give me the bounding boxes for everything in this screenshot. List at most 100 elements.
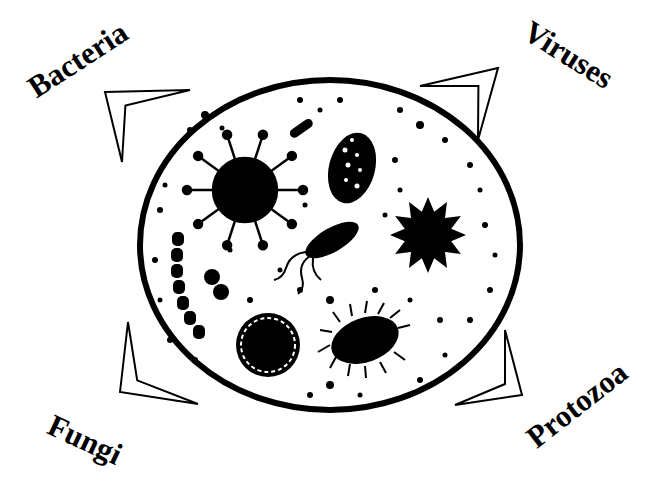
spiked-virus-part xyxy=(223,131,231,139)
spiked-virus-part xyxy=(183,186,191,194)
flagellated-rod-part-part xyxy=(298,256,310,294)
protozoan-cell-part-part xyxy=(343,148,348,153)
scattered-dots-part xyxy=(416,121,424,129)
ringed-cell xyxy=(236,313,300,377)
spiked-virus-part xyxy=(213,158,277,222)
protozoan-cell-part xyxy=(343,138,363,189)
hairy-bacterium-part-part xyxy=(380,362,386,373)
scattered-dots-part xyxy=(307,392,313,398)
flagellated-rod xyxy=(274,215,364,294)
spiked-virus xyxy=(183,131,307,249)
hairy-bacterium-part-part xyxy=(390,310,400,318)
protozoan-cell-part-part xyxy=(350,138,354,142)
scattered-dots-part xyxy=(372,287,378,293)
diplococcus xyxy=(204,269,229,300)
hairy-bacterium-part-part xyxy=(365,301,367,313)
bacteria-chain-part xyxy=(172,232,184,246)
scattered-dots-part xyxy=(158,298,163,303)
diplococcus-part xyxy=(204,269,220,285)
scattered-dots-part xyxy=(467,317,473,323)
microbe-label: Fungi xyxy=(43,408,128,472)
spiked-virus-part xyxy=(259,241,267,249)
ringed-cell-part xyxy=(241,318,295,372)
flagellated-rod-part-part xyxy=(313,258,321,280)
scattered-dots-part xyxy=(392,157,398,163)
hairy-bacterium-part-part xyxy=(378,303,384,314)
scattered-dots-part xyxy=(467,162,473,168)
scattered-dots-part xyxy=(326,296,334,304)
spiked-virus-part xyxy=(194,152,202,160)
diplococcus-part xyxy=(213,284,229,300)
scattered-dots-part xyxy=(443,353,448,358)
scattered-dots-part xyxy=(247,297,253,303)
spiked-virus-part xyxy=(288,152,296,160)
hairy-bacterium-part xyxy=(318,301,410,378)
flagellated-rod-part xyxy=(300,215,364,266)
hairy-bacterium-part-part xyxy=(330,357,336,368)
scattered-dots-part xyxy=(358,393,363,398)
scattered-dots-part xyxy=(493,253,498,258)
scattered-dots-part xyxy=(318,108,323,113)
scattered-dots-part xyxy=(482,222,488,228)
protozoan-cell-part-part xyxy=(355,153,359,157)
petri-dish xyxy=(140,80,520,410)
microbe-label: Viruses xyxy=(517,14,619,95)
flagellated-rod-part-part xyxy=(274,252,306,280)
hairy-bacterium xyxy=(318,301,410,378)
scattered-dots-part xyxy=(337,97,343,103)
scattered-dots-part xyxy=(397,107,403,113)
protozoan-cell-part-part xyxy=(344,178,348,182)
scattered-dots-part xyxy=(478,188,483,193)
scattered-dots-part xyxy=(408,298,413,303)
bacteria-chain-part xyxy=(173,280,185,294)
ringed-cell-part xyxy=(236,313,300,377)
hairy-bacterium-part-part xyxy=(320,330,332,332)
hairy-bacterium-part-part xyxy=(333,312,340,322)
scattered-dots-part xyxy=(487,287,493,293)
hairy-bacterium-part-part xyxy=(318,345,330,352)
hairy-bacterium-part-part xyxy=(394,352,405,360)
scattered-dots-part xyxy=(228,383,233,388)
hairy-bacterium-part-part xyxy=(350,304,352,316)
scattered-dots-part xyxy=(201,111,209,119)
flagellated-rod-part xyxy=(274,252,321,294)
protozoan-cell xyxy=(320,127,383,208)
scattered-dots-part xyxy=(220,126,225,131)
bacteria-chain-part xyxy=(171,264,183,278)
bacteria-chain-part xyxy=(184,311,196,325)
hairy-bacterium-part-part xyxy=(365,366,366,378)
small-rod xyxy=(288,117,314,139)
bacteria-chain-part xyxy=(177,296,189,310)
scattered-dots-part xyxy=(167,337,173,343)
scattered-dots-part xyxy=(326,381,334,389)
hairy-bacterium-part xyxy=(325,307,406,372)
scattered-dots-part xyxy=(157,207,163,213)
protozoan-cell-part-part xyxy=(346,163,351,168)
hairy-bacterium-part-part xyxy=(348,364,350,376)
scattered-dots-part xyxy=(442,137,448,143)
bacteria-chain xyxy=(171,232,205,339)
spiked-virus-part xyxy=(223,241,231,249)
protozoan-cell-part xyxy=(320,127,383,208)
hairy-bacterium-part-part xyxy=(398,325,410,328)
scattered-dots-part xyxy=(278,268,283,273)
scattered-dots-part xyxy=(417,377,423,383)
scattered-dots-part xyxy=(152,257,158,263)
scattered-dots-part xyxy=(297,97,303,103)
scattered-dots-part xyxy=(187,127,193,133)
scattered-dots-part xyxy=(303,203,308,208)
scattered-dots-part xyxy=(163,183,168,188)
spiked-virus-part xyxy=(299,186,307,194)
scattered-dots-part xyxy=(398,188,403,193)
microbe-label: Protozoa xyxy=(520,355,634,455)
protozoan-cell-part-part xyxy=(355,184,360,189)
scattered-dots xyxy=(152,97,498,398)
protozoan-cell-part-part xyxy=(358,168,362,172)
spiked-virus-part xyxy=(259,131,267,139)
bacteria-chain-part xyxy=(193,325,205,339)
star-microbe xyxy=(390,197,466,273)
scattered-dots-part xyxy=(383,213,388,218)
bacteria-chain-part xyxy=(171,248,183,262)
